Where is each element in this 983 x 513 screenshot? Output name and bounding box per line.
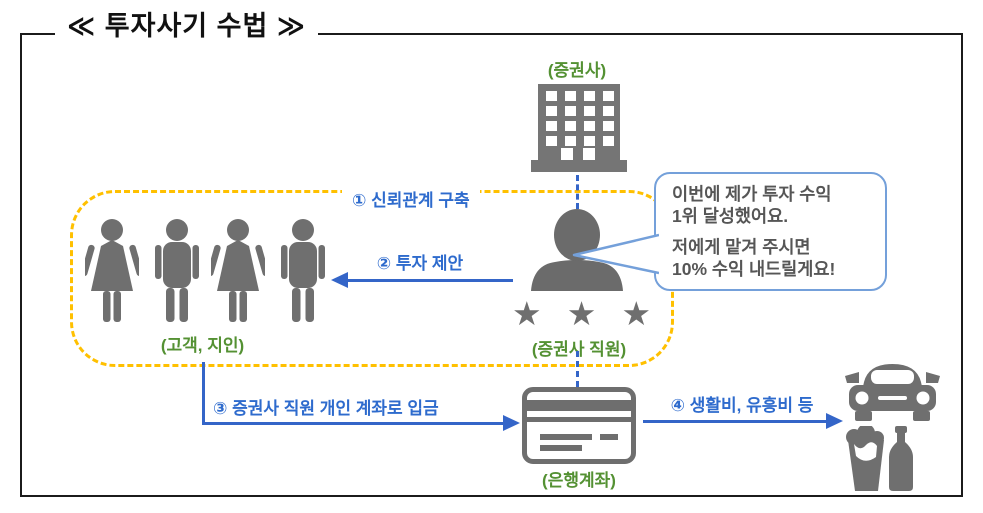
diagram-frame — [20, 33, 963, 497]
woman-icon — [85, 218, 139, 324]
bank-account-label: (은행계좌) — [542, 471, 616, 490]
step4-label: ④ 생활비, 유흥비 등 — [670, 396, 814, 415]
star-rating-icons: ★ ★ ★ — [512, 295, 660, 332]
connector-employee-to-account — [576, 351, 579, 387]
diagram-title: ≪ 투자사기 수법 ≫ — [55, 4, 319, 43]
person-bust-icon — [524, 209, 630, 291]
step2-arrow-line — [348, 279, 513, 283]
man-icon — [150, 218, 204, 324]
speech-bubble-tail — [571, 231, 659, 277]
bubble-line-2: 1위 달성했어요. — [672, 206, 789, 226]
step4-arrowhead-right — [826, 413, 843, 429]
securities-firm-label: (증권사) — [547, 61, 607, 80]
connector-firm-to-employee — [576, 175, 579, 209]
employee-label: (증권사 직원) — [531, 340, 627, 359]
bubble-line-1: 이번에 제가 투자 수익 — [672, 184, 832, 204]
card-detail-line — [540, 445, 582, 451]
step2-arrowhead-left — [331, 272, 348, 288]
bubble-line-4: 10% 수익 내드릴게요! — [672, 259, 836, 279]
step2-label: ② 투자 제안 — [376, 254, 464, 273]
card-thin-stripe — [527, 417, 631, 422]
bubble-line-3: 저에게 맡겨 주시면 — [672, 237, 811, 257]
beer-and-bottle-icon — [845, 426, 913, 492]
speech-bubble: 이번에 제가 투자 수익 1위 달성했어요. 저에게 맡겨 주시면 10% 수익… — [654, 172, 887, 291]
card-magnetic-stripe — [527, 400, 631, 411]
woman-icon — [211, 218, 265, 324]
step4-arrow-line — [643, 420, 829, 424]
step3-arrow-line — [202, 422, 505, 426]
customers-label: (고객, 지인) — [160, 336, 245, 355]
step3-arrowhead-right — [503, 415, 520, 431]
building-icon — [531, 84, 627, 172]
man-icon — [276, 218, 330, 324]
car-icon — [845, 361, 940, 424]
card-detail-line — [540, 434, 592, 440]
step1-label: ① 신뢰관계 구축 — [342, 186, 480, 211]
step3-arrow-vertical — [202, 362, 206, 425]
credit-card-icon — [522, 387, 636, 464]
step3-label: ③ 증권사 직원 개인 계좌로 입금 — [213, 399, 439, 418]
card-detail-dash — [600, 434, 618, 440]
